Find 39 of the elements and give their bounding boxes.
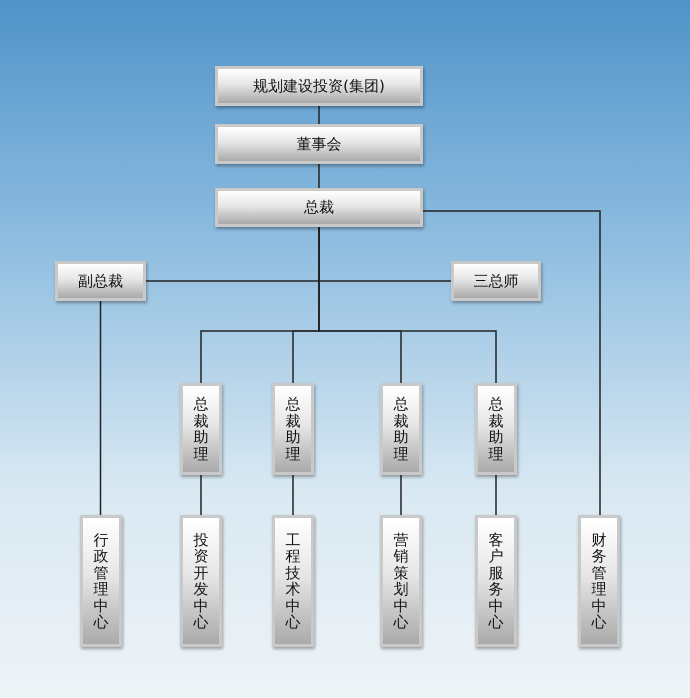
connector-line	[400, 475, 402, 515]
org-box	[380, 515, 422, 647]
box-label: 总裁	[304, 197, 334, 218]
org-box	[180, 515, 222, 647]
org-box	[215, 66, 423, 106]
box-label: 财务管理中心	[592, 532, 606, 630]
box-label: 总裁助理	[194, 396, 208, 462]
org-box	[475, 383, 517, 475]
box-label: 副总裁	[78, 270, 123, 292]
box-label: 总裁助理	[488, 396, 504, 462]
box-label: 总裁助理	[286, 396, 300, 462]
box-label: 投资开发中心	[194, 532, 208, 630]
connector-line	[318, 164, 320, 188]
box-label: 行政管理中心	[94, 532, 108, 630]
org-box	[272, 383, 314, 475]
org-box	[215, 188, 423, 227]
org-box	[272, 515, 314, 647]
org-box	[451, 261, 541, 301]
org-box	[578, 515, 620, 647]
org-box	[380, 383, 422, 475]
connector-line	[495, 475, 497, 515]
box-label: 营销策划中心	[394, 532, 408, 630]
box-label: 规划建设投资(集团)	[253, 76, 385, 97]
org-box	[180, 383, 222, 475]
connector-line	[423, 210, 601, 515]
box-label: 总裁助理	[394, 396, 408, 462]
org-box	[475, 515, 517, 647]
org-box	[55, 261, 146, 301]
box-label: 客户服务中心	[488, 532, 504, 630]
box-label: 董事会	[296, 134, 342, 155]
box-label: 工程技术中心	[286, 532, 300, 630]
connector-line	[292, 475, 294, 515]
connector-line	[318, 227, 497, 383]
connector-line	[318, 106, 320, 124]
org-box	[80, 515, 122, 647]
connector-line	[100, 301, 102, 515]
box-label: 三总师	[474, 270, 518, 292]
org-box	[215, 124, 423, 164]
connector-line	[200, 475, 202, 515]
